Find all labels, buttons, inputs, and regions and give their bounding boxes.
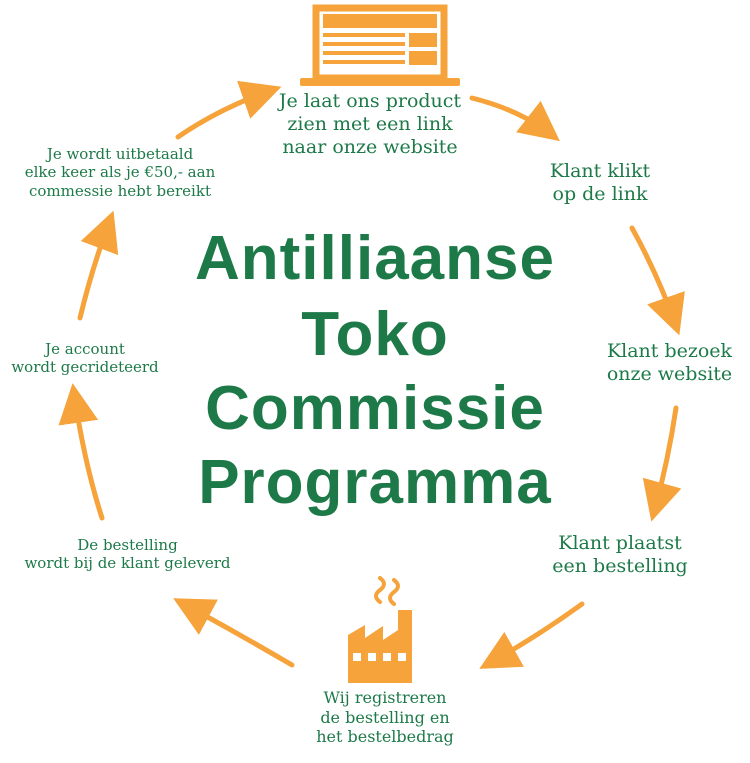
step-we-register: Wij registreren de bestelling en het bes… (316, 688, 454, 747)
arrow-visit-to-order (642, 405, 682, 522)
arrow-credit-to-payout (77, 210, 119, 321)
arrow-payout-to-share (175, 80, 282, 140)
step-customer-visits: Klant bezoek onze website (606, 340, 733, 386)
step-customer-clicks: Klant klikt op de link (549, 160, 651, 206)
arrow-order-to-register (479, 601, 585, 669)
title-line-2: Toko (301, 300, 449, 369)
website-laptop-icon (300, 4, 460, 86)
step-share-link: Je laat ons product zien met een link na… (278, 90, 462, 159)
factory-icon (348, 576, 412, 683)
arrow-click-to-visit (629, 225, 685, 336)
arrow-register-to-deliver (173, 598, 295, 668)
step-payout: Je wordt uitbetaald elke keer als je €50… (24, 145, 216, 200)
title-line-3: Commissie (205, 374, 545, 443)
step-order-delivered: De bestelling wordt bij de klant gelever… (24, 536, 231, 573)
arrow-share-to-click (469, 95, 560, 142)
step-customer-orders: Klant plaatst een bestelling (552, 532, 688, 578)
title-line-4: Programma (198, 448, 552, 517)
step-account-credited: Je account wordt gecrideteerd (11, 340, 159, 377)
arrow-deliver-to-credit (58, 383, 105, 521)
title-line-1: Antilliaanse (195, 224, 555, 293)
